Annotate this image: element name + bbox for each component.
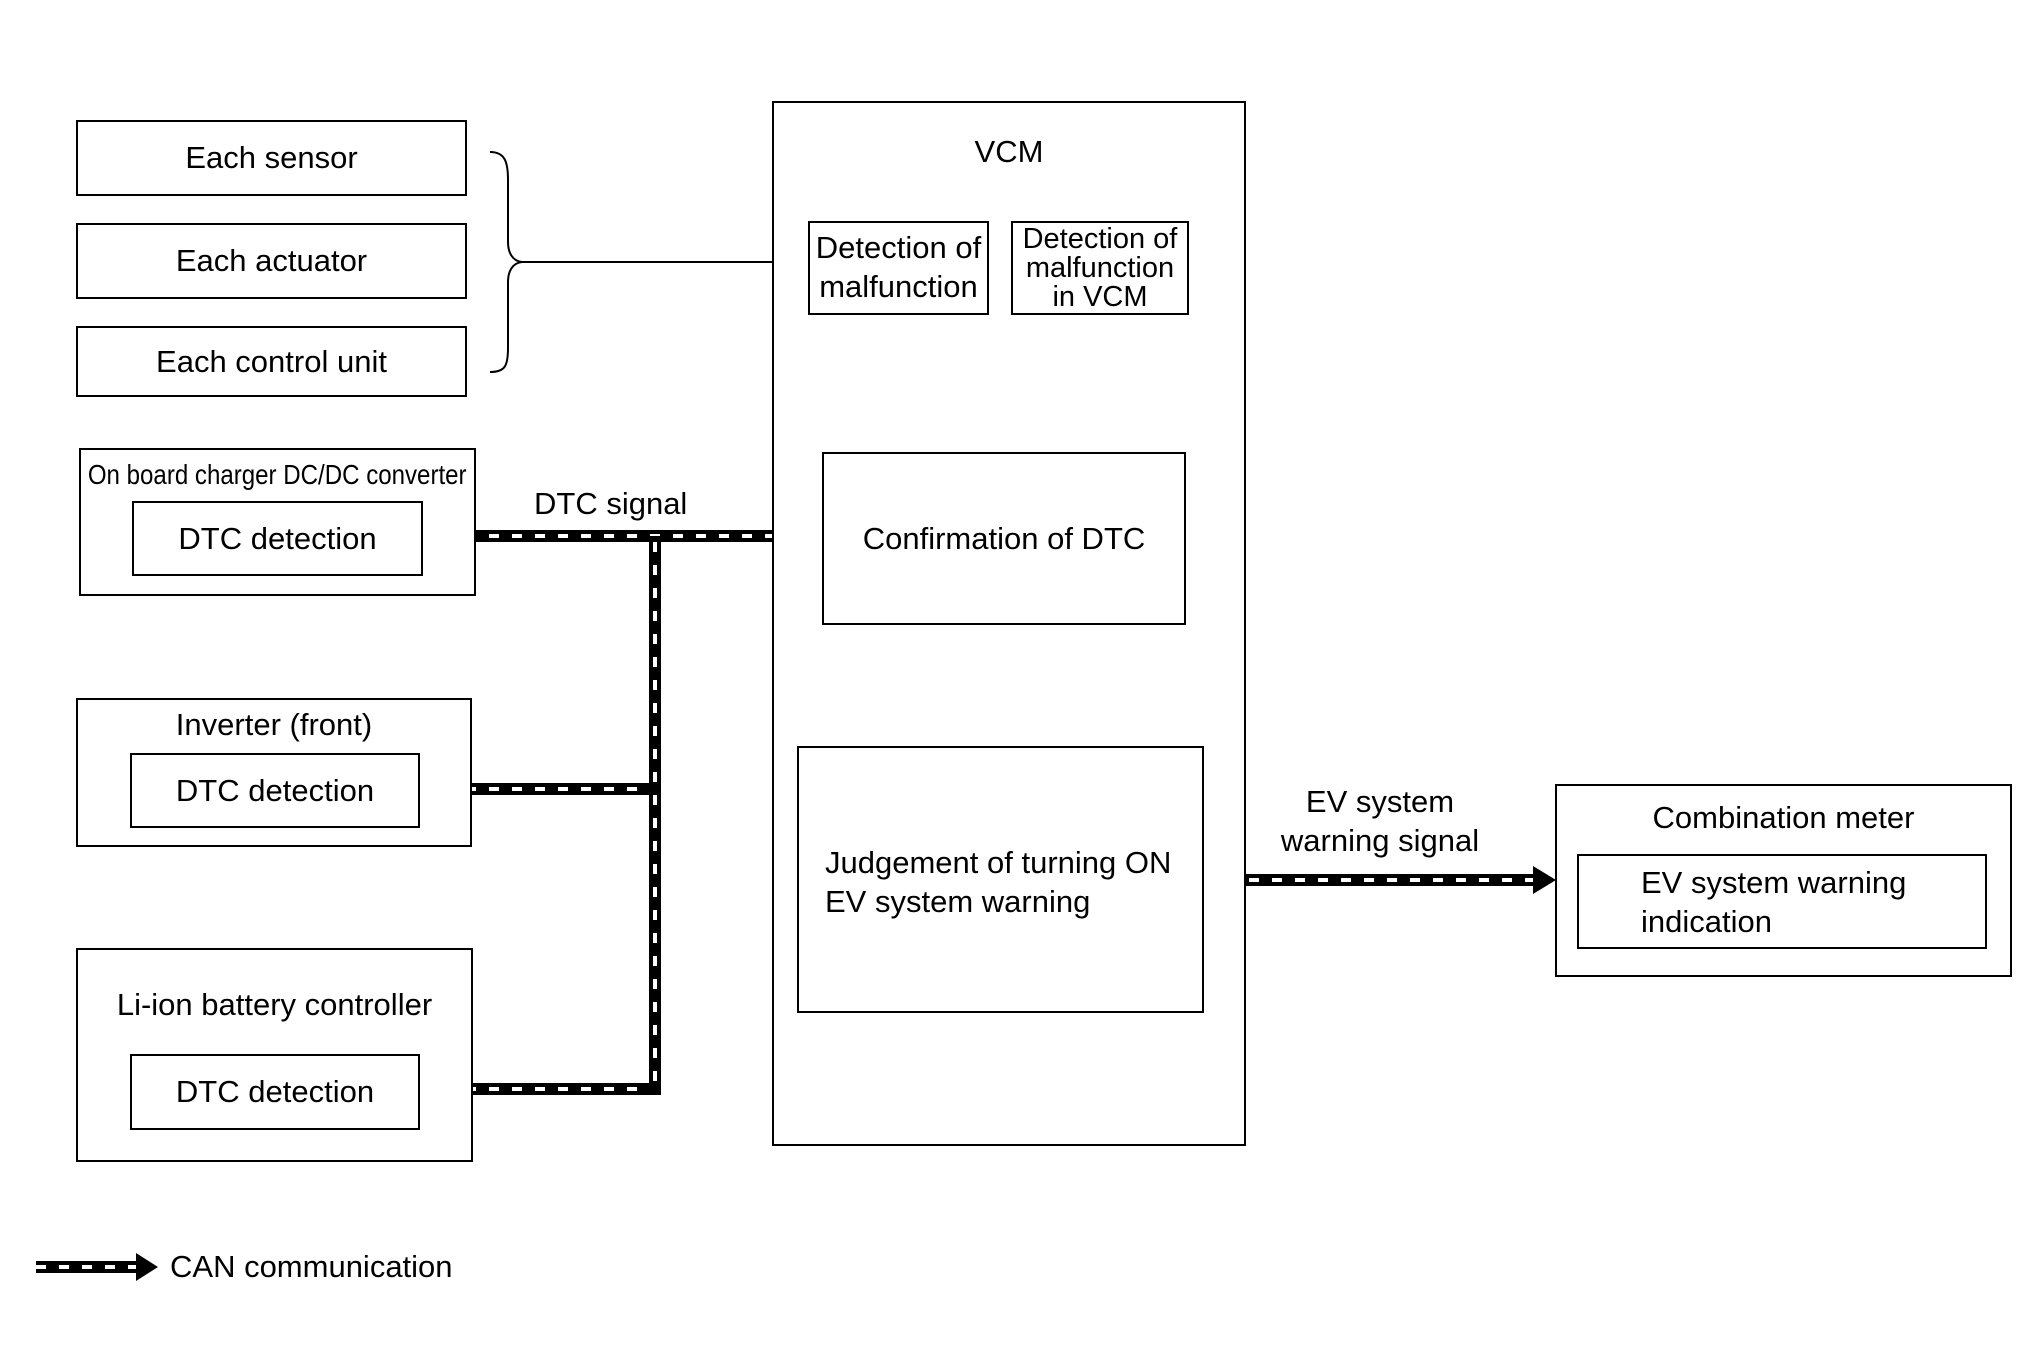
on-board-charger-title: On board charger DC/DC converter [88, 459, 467, 490]
judgement-box: Judgement of turning ON EV system warnin… [797, 746, 1204, 1013]
inverter-front-title: Inverter (front) [175, 707, 373, 742]
each-actuator-box: Each actuator [76, 223, 467, 299]
detection-of-malfunction-box: Detection of malfunction [808, 221, 989, 315]
legend-can-communication-label: CAN communication [170, 1249, 453, 1284]
vcm-title: VCM [974, 134, 1044, 169]
can-bus-ev-warning [1203, 866, 1556, 894]
detection-of-malfunction-label: Detection of malfunction [815, 230, 982, 304]
ev-system-warning-signal-label: EV system warning signal [1280, 784, 1480, 858]
judgement-label: Judgement of turning ON EV system warnin… [825, 845, 1172, 919]
confirmation-of-dtc-label: Confirmation of DTC [862, 520, 1146, 556]
dtc-signal-label: DTC signal [534, 486, 688, 521]
ev-system-warning-indication-label: EV system warning indication [1641, 865, 1907, 939]
input-brace [489, 151, 523, 373]
each-sensor-label: Each sensor [185, 140, 358, 175]
battery-dtc-detection-label: DTC detection [175, 1074, 375, 1109]
battery-dtc-detection-box: DTC detection [130, 1054, 420, 1130]
charger-dtc-detection-box: DTC detection [132, 501, 423, 576]
inverter-dtc-detection-box: DTC detection [130, 753, 420, 828]
li-ion-battery-controller-title: Li-ion battery controller [116, 987, 433, 1022]
each-control-unit-box: Each control unit [76, 326, 467, 397]
ev-system-warning-indication-box: EV system warning indication [1577, 854, 1987, 949]
detection-of-malfunction-in-vcm-box: Detection of malfunction in VCM [1011, 221, 1189, 315]
can-bus-dtc [420, 522, 822, 1095]
inverter-dtc-detection-label: DTC detection [175, 772, 375, 808]
detection-of-malfunction-in-vcm-label: Detection of malfunction in VCM [1022, 222, 1178, 313]
combination-meter-title: Combination meter [1652, 800, 1915, 835]
confirmation-of-dtc-box: Confirmation of DTC [822, 452, 1186, 625]
legend-can-symbol [36, 1253, 158, 1281]
each-sensor-box: Each sensor [76, 120, 467, 196]
each-actuator-label: Each actuator [175, 243, 368, 278]
charger-dtc-detection-label: DTC detection [178, 520, 377, 556]
each-control-unit-label: Each control unit [156, 343, 387, 379]
